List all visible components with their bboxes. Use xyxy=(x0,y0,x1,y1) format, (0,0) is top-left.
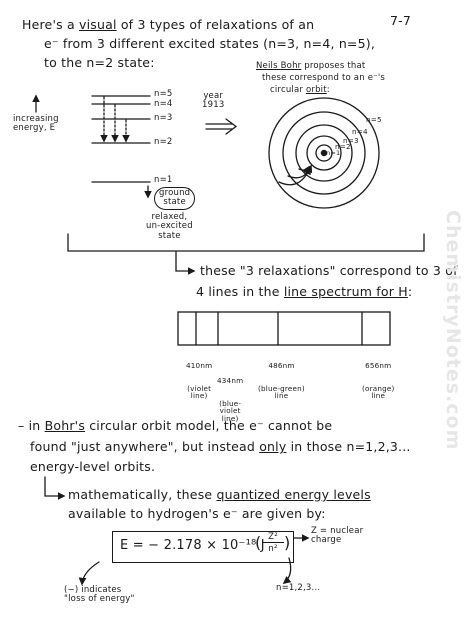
bohr-model-text-c: found "just anywhere", but instead xyxy=(30,439,260,454)
intro-line-1: Here's a visual of 3 types of relaxation… xyxy=(22,17,315,32)
wavelength-656: 656nm xyxy=(365,361,392,371)
bohr-line-3: circular orbit: xyxy=(270,85,330,95)
nucleus xyxy=(320,149,328,157)
section-bracket xyxy=(67,233,425,252)
equation-numerator: Z² xyxy=(262,532,284,544)
n-note-arrow xyxy=(282,557,292,584)
bohr-model-line-1: – in Bohr's circular orbit model, the e⁻… xyxy=(18,418,333,433)
bracket-arrow xyxy=(175,251,196,275)
bohr-model-bohr-word: Bohr's xyxy=(44,418,86,433)
orbit-jump-arrow-3 xyxy=(298,165,310,175)
spectrum-label-486: 486nm (blue-green) line xyxy=(258,347,305,415)
color-label-656: (orange) line xyxy=(362,383,395,401)
bohr-text-a: proposes that xyxy=(301,61,366,71)
energy-axis-label: increasing energy, E xyxy=(13,114,59,134)
equation-paren-open: ( xyxy=(255,533,262,552)
bohr-model-only-word: only xyxy=(259,439,287,454)
spectrum-intro-link: line spectrum for H xyxy=(283,284,408,299)
spectrum-label-656: 656nm (orange) line xyxy=(362,347,395,415)
orbit-label-n4: n=4 xyxy=(352,127,368,136)
orbit-label-n1: n=1 xyxy=(326,149,341,157)
spectrum-intro-line-1: these "3 relaxations" correspond to 3 of xyxy=(200,263,458,278)
orbit-label-n5: n=5 xyxy=(366,115,382,124)
orbit-n4 xyxy=(282,111,366,195)
quantized-line-2: available to hydrogen's e⁻ are given by: xyxy=(68,506,326,521)
quantized-text-a: mathematically, these xyxy=(68,487,217,502)
intro-line-2: e⁻ from 3 different excited states (n=3,… xyxy=(44,36,376,51)
bohr-orbit-word: orbit xyxy=(305,85,327,95)
bohr-text-d: : xyxy=(326,85,330,95)
equation-denominator: n² xyxy=(268,544,278,554)
spectrum-intro-text-c: : xyxy=(407,284,413,299)
quantized-arrow xyxy=(44,476,66,500)
year-note: year 1913 xyxy=(202,91,225,111)
intro-line-3: to the n=2 state: xyxy=(44,55,155,70)
bohr-model-line-3: energy-level orbits. xyxy=(30,459,156,474)
bohr-model-text-a: – in xyxy=(18,418,45,433)
color-label-486: (blue-green) line xyxy=(258,383,305,401)
equation-box xyxy=(112,531,294,563)
intro-text-b: of 3 types of relaxations of an xyxy=(116,17,315,32)
equation-main: E = − 2.178 × 10⁻¹⁸ J xyxy=(120,538,265,553)
quantized-line-1: mathematically, these quantized energy l… xyxy=(68,487,371,502)
level-label-n4: n=4 xyxy=(154,99,173,109)
intro-text-a: Here's a xyxy=(22,17,80,32)
level-label-n5: n=5 xyxy=(154,89,173,99)
bohr-text-c: circular xyxy=(270,85,306,95)
quantized-term: quantized energy levels xyxy=(216,487,371,502)
sign-note-arrow xyxy=(78,561,100,586)
bohr-line-2: these correspond to an e⁻'s xyxy=(262,73,385,83)
page-number: 7-7 xyxy=(390,13,412,28)
wavelength-486: 486nm xyxy=(268,361,295,371)
bohr-model-line-2: found "just anywhere", but instead only … xyxy=(30,439,411,454)
level-label-n3: n=3 xyxy=(154,113,173,123)
level-label-n2: n=2 xyxy=(154,137,173,147)
level-label-n1: n=1 xyxy=(154,175,173,185)
intro-visual-word: visual xyxy=(79,17,117,32)
orbit-n5 xyxy=(268,97,380,209)
bohr-name: Neils Bohr xyxy=(256,61,302,71)
ground-state-label: ground state xyxy=(154,187,196,210)
spectrum-label-434: 434nm (blue- violet line) xyxy=(217,362,243,438)
spectrum-intro-text-b: 4 lines in the xyxy=(196,284,284,299)
n-note: n=1,2,3... xyxy=(276,583,321,593)
orbit-label-n2: n=2 xyxy=(335,142,351,151)
year-arrow-head xyxy=(225,118,238,135)
orbit-n2 xyxy=(306,135,342,171)
bohr-model-text-b: circular orbit model, the e⁻ cannot be xyxy=(85,418,333,433)
color-label-434: (blue- violet line) xyxy=(219,398,242,423)
spectrum-intro-line-2: 4 lines in the line spectrum for H: xyxy=(196,284,413,299)
ground-state-note: relaxed, un-excited state xyxy=(146,212,193,241)
bohr-model-text-d: in those n=1,2,3... xyxy=(286,439,411,454)
color-label-410: (violet line) xyxy=(187,383,212,401)
watermark: ChemistryNotes.com xyxy=(442,210,464,451)
equation-paren-close: ) xyxy=(284,533,291,552)
bohr-line-1: Neils Bohr proposes that xyxy=(256,61,366,71)
z-note: Z = nuclear charge xyxy=(311,526,364,546)
orbit-n1 xyxy=(315,144,333,162)
spectrum-frame xyxy=(177,311,391,346)
sign-note: (−) indicates "loss of energy" xyxy=(64,585,135,605)
wavelength-410: 410nm xyxy=(186,361,213,371)
spectrum-label-410: 410nm (violet line) xyxy=(186,347,212,415)
wavelength-434: 434nm xyxy=(217,376,244,386)
orbit-label-n3: n=3 xyxy=(343,136,359,145)
orbit-n3 xyxy=(295,124,353,182)
